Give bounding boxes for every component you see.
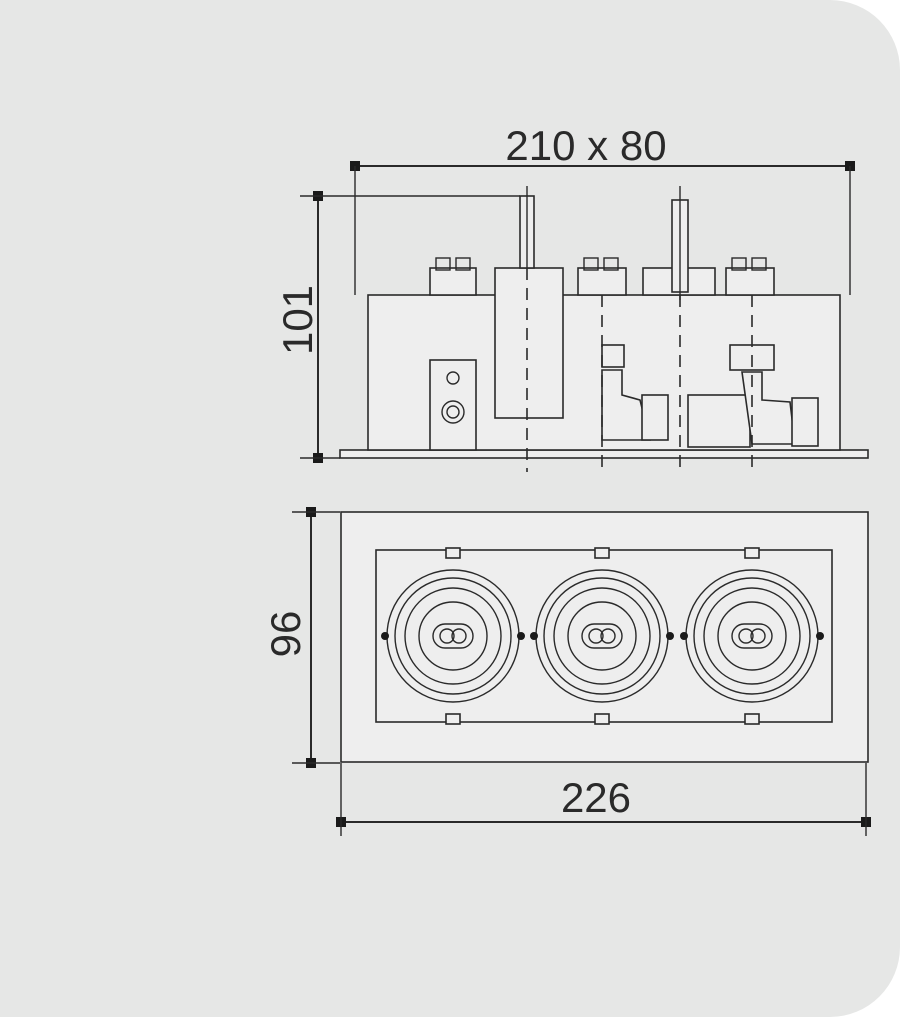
side-view: 210 x 80 101 [274,122,869,472]
lamp-module-3 [680,547,824,725]
lamp-module-1 [381,547,525,725]
plan-view: 96 226 [262,507,871,836]
height-dimension-label: 101 [274,285,321,355]
lamp-module-2 [530,547,674,725]
driver-box [494,267,564,419]
length-dimension-label: 226 [561,774,631,821]
base-flange [339,449,869,459]
inner-opening [375,549,833,723]
lamp-holders [601,344,819,448]
terminal-block [429,359,477,451]
depth-dimension-label: 96 [262,611,309,658]
top-screw-caps [429,257,775,296]
spring-clips [519,186,689,300]
cutout-dimension-label: 210 x 80 [505,122,666,169]
